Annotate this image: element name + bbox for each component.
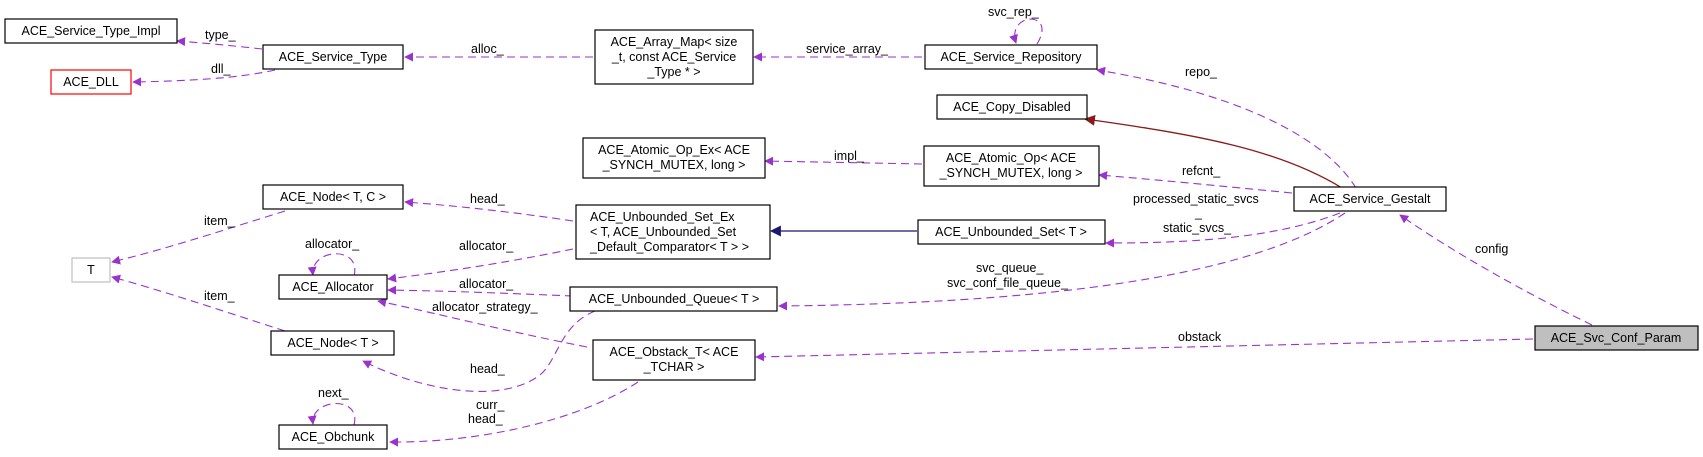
node-unbounded-queue[interactable]: ACE_Unbounded_Queue< T >	[569, 286, 778, 312]
label-svc-queue-1: svc_queue_	[976, 261, 1044, 275]
node-label: ACE_Node< T, C >	[280, 190, 386, 204]
node-service-repository[interactable]: ACE_Service_Repository	[924, 44, 1098, 70]
label-curr: curr_	[476, 398, 506, 412]
node-label: ACE_Service_Type_Impl	[22, 24, 161, 38]
node-copy-disabled[interactable]: ACE_Copy_Disabled	[936, 94, 1088, 120]
edges	[111, 18, 1593, 447]
label-dll: dll_	[211, 62, 232, 76]
label-allocator-queue: allocator_	[459, 277, 514, 291]
edge-config	[1399, 214, 1593, 326]
edge-impl	[764, 156, 923, 166]
edge-next	[307, 403, 356, 426]
edge-curr-head	[389, 381, 639, 447]
node-service-type-impl[interactable]: ACE_Service_Type_Impl	[4, 18, 178, 44]
node-label-line-1: ACE_Unbounded_Set_Ex	[590, 210, 735, 224]
node-label-line-2: _SYNCH_MUTEX, long >	[602, 158, 746, 172]
node-label: ACE_Copy_Disabled	[953, 100, 1070, 114]
label-static-svcs-3: static_svcs_	[1163, 221, 1232, 235]
label-static-svcs-1: processed_static_svcs	[1133, 192, 1259, 206]
node-label: ACE_Node< T >	[287, 336, 378, 350]
label-type: type_	[205, 28, 237, 42]
label-alloc: alloc_	[471, 42, 505, 56]
node-service-type[interactable]: ACE_Service_Type	[262, 44, 404, 70]
node-label-line-3: _Default_Comparator< T > >	[589, 240, 749, 254]
label-refcnt: refcnt_	[1182, 164, 1221, 178]
label-head-node-t: head_	[470, 362, 506, 376]
edge-type	[176, 37, 263, 50]
node-label-line-1: ACE_Obstack_T< ACE	[610, 345, 739, 359]
node-t[interactable]: T	[71, 257, 111, 283]
node-label: ACE_Unbounded_Queue< T >	[589, 292, 760, 306]
node-label-line-2: _SYNCH_MUTEX, long >	[939, 166, 1083, 180]
label-svc-queue-2: svc_conf_file_queue_	[947, 276, 1069, 290]
node-label: T	[87, 263, 95, 277]
node-label: ACE_Service_Repository	[940, 50, 1082, 64]
edge-labels: type_ dll_ alloc_ service_array_ svc_rep…	[204, 5, 1508, 426]
label-head-obchunk: head_	[468, 412, 504, 426]
node-label-line-1: ACE_Atomic_Op< ACE	[946, 151, 1076, 165]
edge-repo	[1096, 66, 1357, 189]
node-node-t[interactable]: ACE_Node< T >	[270, 330, 395, 356]
edge-dll	[132, 69, 276, 87]
edge-svc-rep	[1009, 18, 1043, 45]
node-atomic-op-ex[interactable]: ACE_Atomic_Op_Ex< ACE _SYNCH_MUTEX, long…	[582, 137, 766, 179]
node-unbounded-set[interactable]: ACE_Unbounded_Set< T >	[917, 219, 1106, 245]
label-obstack: obstack	[1178, 330, 1222, 344]
edge-static-svcs	[1105, 212, 1341, 248]
node-label: ACE_Svc_Conf_Param	[1551, 331, 1682, 345]
edge-item-node-tc	[111, 210, 286, 265]
node-label: ACE_Service_Type	[279, 50, 387, 64]
node-unbounded-set-ex[interactable]: ACE_Unbounded_Set_Ex < T, ACE_Unbounded_…	[575, 204, 771, 260]
label-svc-rep: svc_rep_	[988, 5, 1040, 19]
edge-item-node-t	[111, 274, 286, 332]
node-svc-conf-param[interactable]: ACE_Svc_Conf_Param	[1534, 325, 1699, 351]
label-repo: repo_	[1185, 65, 1218, 79]
edge-allocator-queue	[387, 285, 574, 297]
node-label: ACE_Service_Gestalt	[1310, 192, 1431, 206]
edge-allocator-set	[387, 248, 574, 283]
node-array-map[interactable]: ACE_Array_Map< size _t, const ACE_Servic…	[594, 29, 754, 85]
node-label-line-3: _Type * >	[646, 65, 700, 79]
label-static-svcs-2: _	[1194, 206, 1203, 220]
label-head-node-tc: head_	[470, 192, 506, 206]
edge-obstack	[755, 338, 1534, 362]
node-label: ACE_Allocator	[292, 280, 373, 294]
node-label: ACE_DLL	[63, 75, 119, 89]
node-dll[interactable]: ACE_DLL	[50, 69, 132, 95]
node-label-line-1: ACE_Array_Map< size	[611, 35, 738, 49]
label-impl: impl_	[834, 149, 865, 163]
edge-allocator-self	[307, 253, 356, 277]
node-label-line-2: < T, ACE_Unbounded_Set	[590, 225, 737, 239]
node-atomic-op[interactable]: ACE_Atomic_Op< ACE _SYNCH_MUTEX, long >	[923, 145, 1100, 187]
label-allocator-set: allocator_	[459, 239, 514, 253]
node-label-line-1: ACE_Atomic_Op_Ex< ACE	[598, 143, 750, 157]
label-config: config	[1475, 242, 1508, 256]
label-item-node-t: item_	[204, 289, 236, 303]
label-allocator-strategy: allocator_strategy_	[432, 300, 539, 314]
node-allocator[interactable]: ACE_Allocator	[278, 274, 388, 300]
node-label: ACE_Unbounded_Set< T >	[935, 225, 1087, 239]
node-label-line-2: _TCHAR >	[643, 360, 705, 374]
edge-head-node-tc	[404, 198, 574, 222]
node-obstack[interactable]: ACE_Obstack_T< ACE _TCHAR >	[592, 339, 756, 381]
edge-inherit-copy-disabled	[1083, 114, 1343, 189]
edge-refcnt	[1098, 171, 1293, 194]
nodes: ACE_Service_Type_Impl ACE_DLL ACE_Servic…	[4, 18, 1699, 450]
edge-allocator-strategy	[377, 298, 588, 348]
node-service-gestalt[interactable]: ACE_Service_Gestalt	[1293, 186, 1447, 212]
node-obchunk[interactable]: ACE_Obchunk	[278, 424, 388, 450]
node-node-t-c[interactable]: ACE_Node< T, C >	[262, 184, 404, 210]
node-label-line-2: _t, const ACE_Service	[611, 50, 736, 64]
label-service-array: service_array_	[806, 42, 889, 56]
label-next: next_	[318, 386, 350, 400]
label-item-node-tc: item_	[204, 214, 236, 228]
label-allocator-self: allocator_	[305, 237, 360, 251]
node-label: ACE_Obchunk	[292, 430, 375, 444]
edge-svc-queue	[778, 212, 1346, 311]
edge-head-node-t	[362, 310, 596, 392]
